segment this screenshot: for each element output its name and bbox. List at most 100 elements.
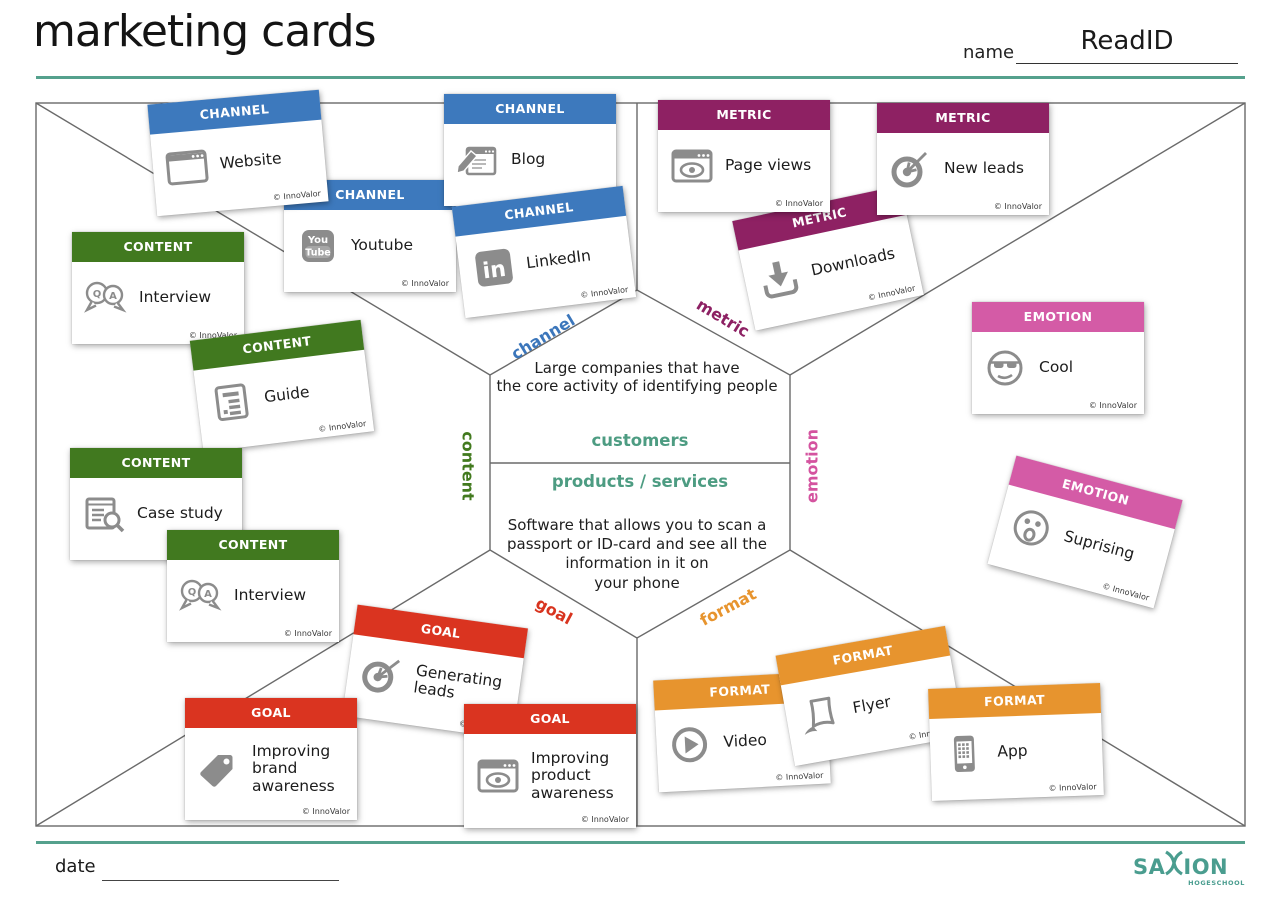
card-title: Suprising <box>1061 527 1137 564</box>
card-type-label: EMOTION <box>972 302 1144 332</box>
card-title: App <box>997 741 1028 761</box>
card-type-label: METRIC <box>658 100 830 130</box>
card-title: Generating leads <box>412 660 504 702</box>
svg-text:Q: Q <box>93 289 102 300</box>
logo-text-right: ION <box>1183 854 1229 879</box>
card-title: LinkedIn <box>525 246 592 273</box>
innovalor-credit: © InnoValor <box>774 199 823 208</box>
svg-text:Q: Q <box>188 587 197 598</box>
saxion-x-icon <box>1163 850 1185 881</box>
customers-description: Large companies that have the core activ… <box>496 359 778 396</box>
saxion-logo-wordmark: SA ION <box>1133 850 1245 882</box>
innovalor-credit: © InnoValor <box>580 815 629 824</box>
card-title: Video <box>723 730 768 752</box>
svg-text:in: in <box>481 257 507 285</box>
blog-icon <box>454 140 502 180</box>
date-label: date <box>55 856 96 877</box>
cool-face-icon <box>982 348 1030 388</box>
card-title: Page views <box>725 156 812 175</box>
saxion-logo: SA ION HOGESCHOOL <box>1133 850 1245 887</box>
svg-text:A: A <box>109 291 117 302</box>
target-icon <box>887 149 935 189</box>
surprised-face-icon <box>1004 503 1061 554</box>
name-value: ReadID <box>1080 26 1174 56</box>
card-metric-page-views: METRIC Page views © InnoValor <box>658 100 830 212</box>
card-title: Improving product awareness <box>531 748 614 802</box>
customers-heading: customers <box>591 431 689 450</box>
download-icon <box>752 254 807 303</box>
innovalor-credit: © InnoValor <box>283 629 332 638</box>
bottom-rule <box>36 841 1245 844</box>
card-title: Flyer <box>851 692 893 718</box>
card-title: Website <box>219 149 283 173</box>
card-type-label: CONTENT <box>72 232 244 262</box>
card-type-label: CONTENT <box>70 448 242 478</box>
flyer-icon <box>793 691 847 739</box>
innovalor-credit: © InnoValor <box>188 331 237 340</box>
card-title: Downloads <box>809 244 897 280</box>
browser-eye-icon <box>668 146 716 186</box>
name-underline <box>1016 63 1238 64</box>
guide-doc-icon <box>205 379 258 425</box>
logo-subtext: HOGESCHOOL <box>1188 879 1245 887</box>
card-goal-improving-brand-awareness: GOAL Improving brand awareness © InnoValor <box>185 698 357 820</box>
page-title: marketing cards <box>33 6 376 57</box>
card-metric-new-leads: METRIC New leads © InnoValor <box>877 103 1049 215</box>
card-title: Improving brand awareness <box>252 741 335 795</box>
card-title: Guide <box>263 383 311 407</box>
play-circle-icon <box>666 723 716 765</box>
card-title: Youtube <box>351 236 413 255</box>
svg-text:Tube: Tube <box>305 248 330 259</box>
target-icon <box>356 652 409 698</box>
card-title: Case study <box>137 504 223 523</box>
innovalor-credit: © InnoValor <box>993 202 1042 211</box>
innovalor-credit: © InnoValor <box>1088 401 1137 410</box>
date-underline <box>102 880 339 881</box>
card-type-label: METRIC <box>877 103 1049 133</box>
card-type-label: CHANNEL <box>444 94 616 124</box>
browser-eye-icon <box>474 756 522 796</box>
card-title: Interview <box>139 288 212 307</box>
card-title: Blog <box>511 150 546 169</box>
card-type-label: GOAL <box>464 704 636 734</box>
products-description: Software that allows you to scan a passp… <box>507 516 767 592</box>
card-goal-improving-product-awareness: GOAL Improving product awareness © InnoVal… <box>464 704 636 828</box>
innovalor-credit: © InnoValor <box>400 279 449 288</box>
top-rule <box>36 76 1245 79</box>
svg-text:A: A <box>204 589 212 600</box>
tag-icon <box>195 749 243 789</box>
card-type-label: GOAL <box>185 698 357 728</box>
linkedin-icon: in <box>467 245 520 291</box>
doc-search-icon <box>80 494 128 534</box>
name-label: name <box>963 42 1015 63</box>
card-title: Interview <box>234 586 307 605</box>
smartphone-icon <box>940 733 989 775</box>
logo-text-left: SA <box>1133 854 1166 879</box>
card-type-label: CONTENT <box>167 530 339 560</box>
innovalor-credit: © InnoValor <box>301 807 350 816</box>
products-heading: products / services <box>551 472 729 491</box>
svg-text:You: You <box>307 235 328 246</box>
card-title: New leads <box>944 159 1024 178</box>
